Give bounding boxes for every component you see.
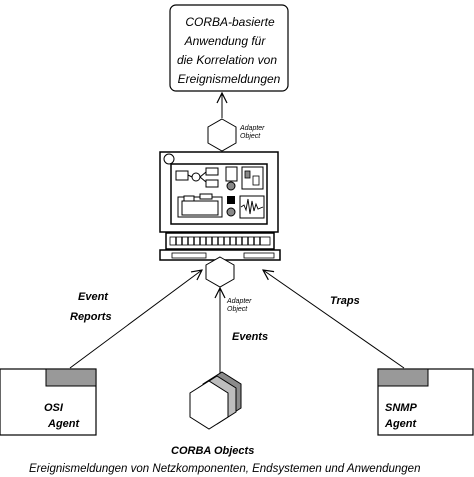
app-line-1: CORBA-basierte <box>185 15 275 29</box>
adapter-top-label-1: Adapter <box>239 125 265 132</box>
label-reports: Reports <box>70 311 112 323</box>
correlation-application-box: CORBA-basierte Anwendung für die Korrela… <box>169 4 289 92</box>
label-events: Events <box>232 331 268 343</box>
app-line-2: Anwendung für <box>184 34 267 48</box>
osi-agent-line-1: OSI <box>44 402 64 414</box>
snmp-agent-tab <box>377 368 429 387</box>
caption: Ereignismeldungen von Netzkomponenten, E… <box>29 463 420 475</box>
arrow-snmp-to-workstation <box>263 270 405 369</box>
corba-objects-hexagons <box>189 371 242 430</box>
osi-agent-tab <box>45 368 97 387</box>
osi-agent-box: OSI Agent <box>0 368 97 436</box>
adapter-bottom-label-1: Adapter <box>226 298 252 305</box>
arrow-osi-to-workstation <box>69 270 202 369</box>
label-traps: Traps <box>330 295 360 307</box>
snmp-agent-line-1: SNMP <box>385 402 417 414</box>
adapter-object-top-hexagon <box>207 118 237 152</box>
adapter-top-label-2: Object <box>240 133 261 140</box>
app-line-4: Ereignismeldungen <box>178 72 281 86</box>
snmp-agent-box: SNMP Agent <box>377 368 474 436</box>
label-event: Event <box>78 291 109 303</box>
adapter-bottom-label-2: Object <box>227 306 248 313</box>
adapter-object-bottom-hexagon <box>205 256 235 288</box>
app-line-3: die Korrelation von <box>177 53 277 67</box>
corba-objects-label: CORBA Objects <box>171 445 254 457</box>
workstation-icon <box>159 151 281 261</box>
snmp-agent-line-2: Agent <box>384 418 418 430</box>
osi-agent-line-2: Agent <box>47 418 81 430</box>
